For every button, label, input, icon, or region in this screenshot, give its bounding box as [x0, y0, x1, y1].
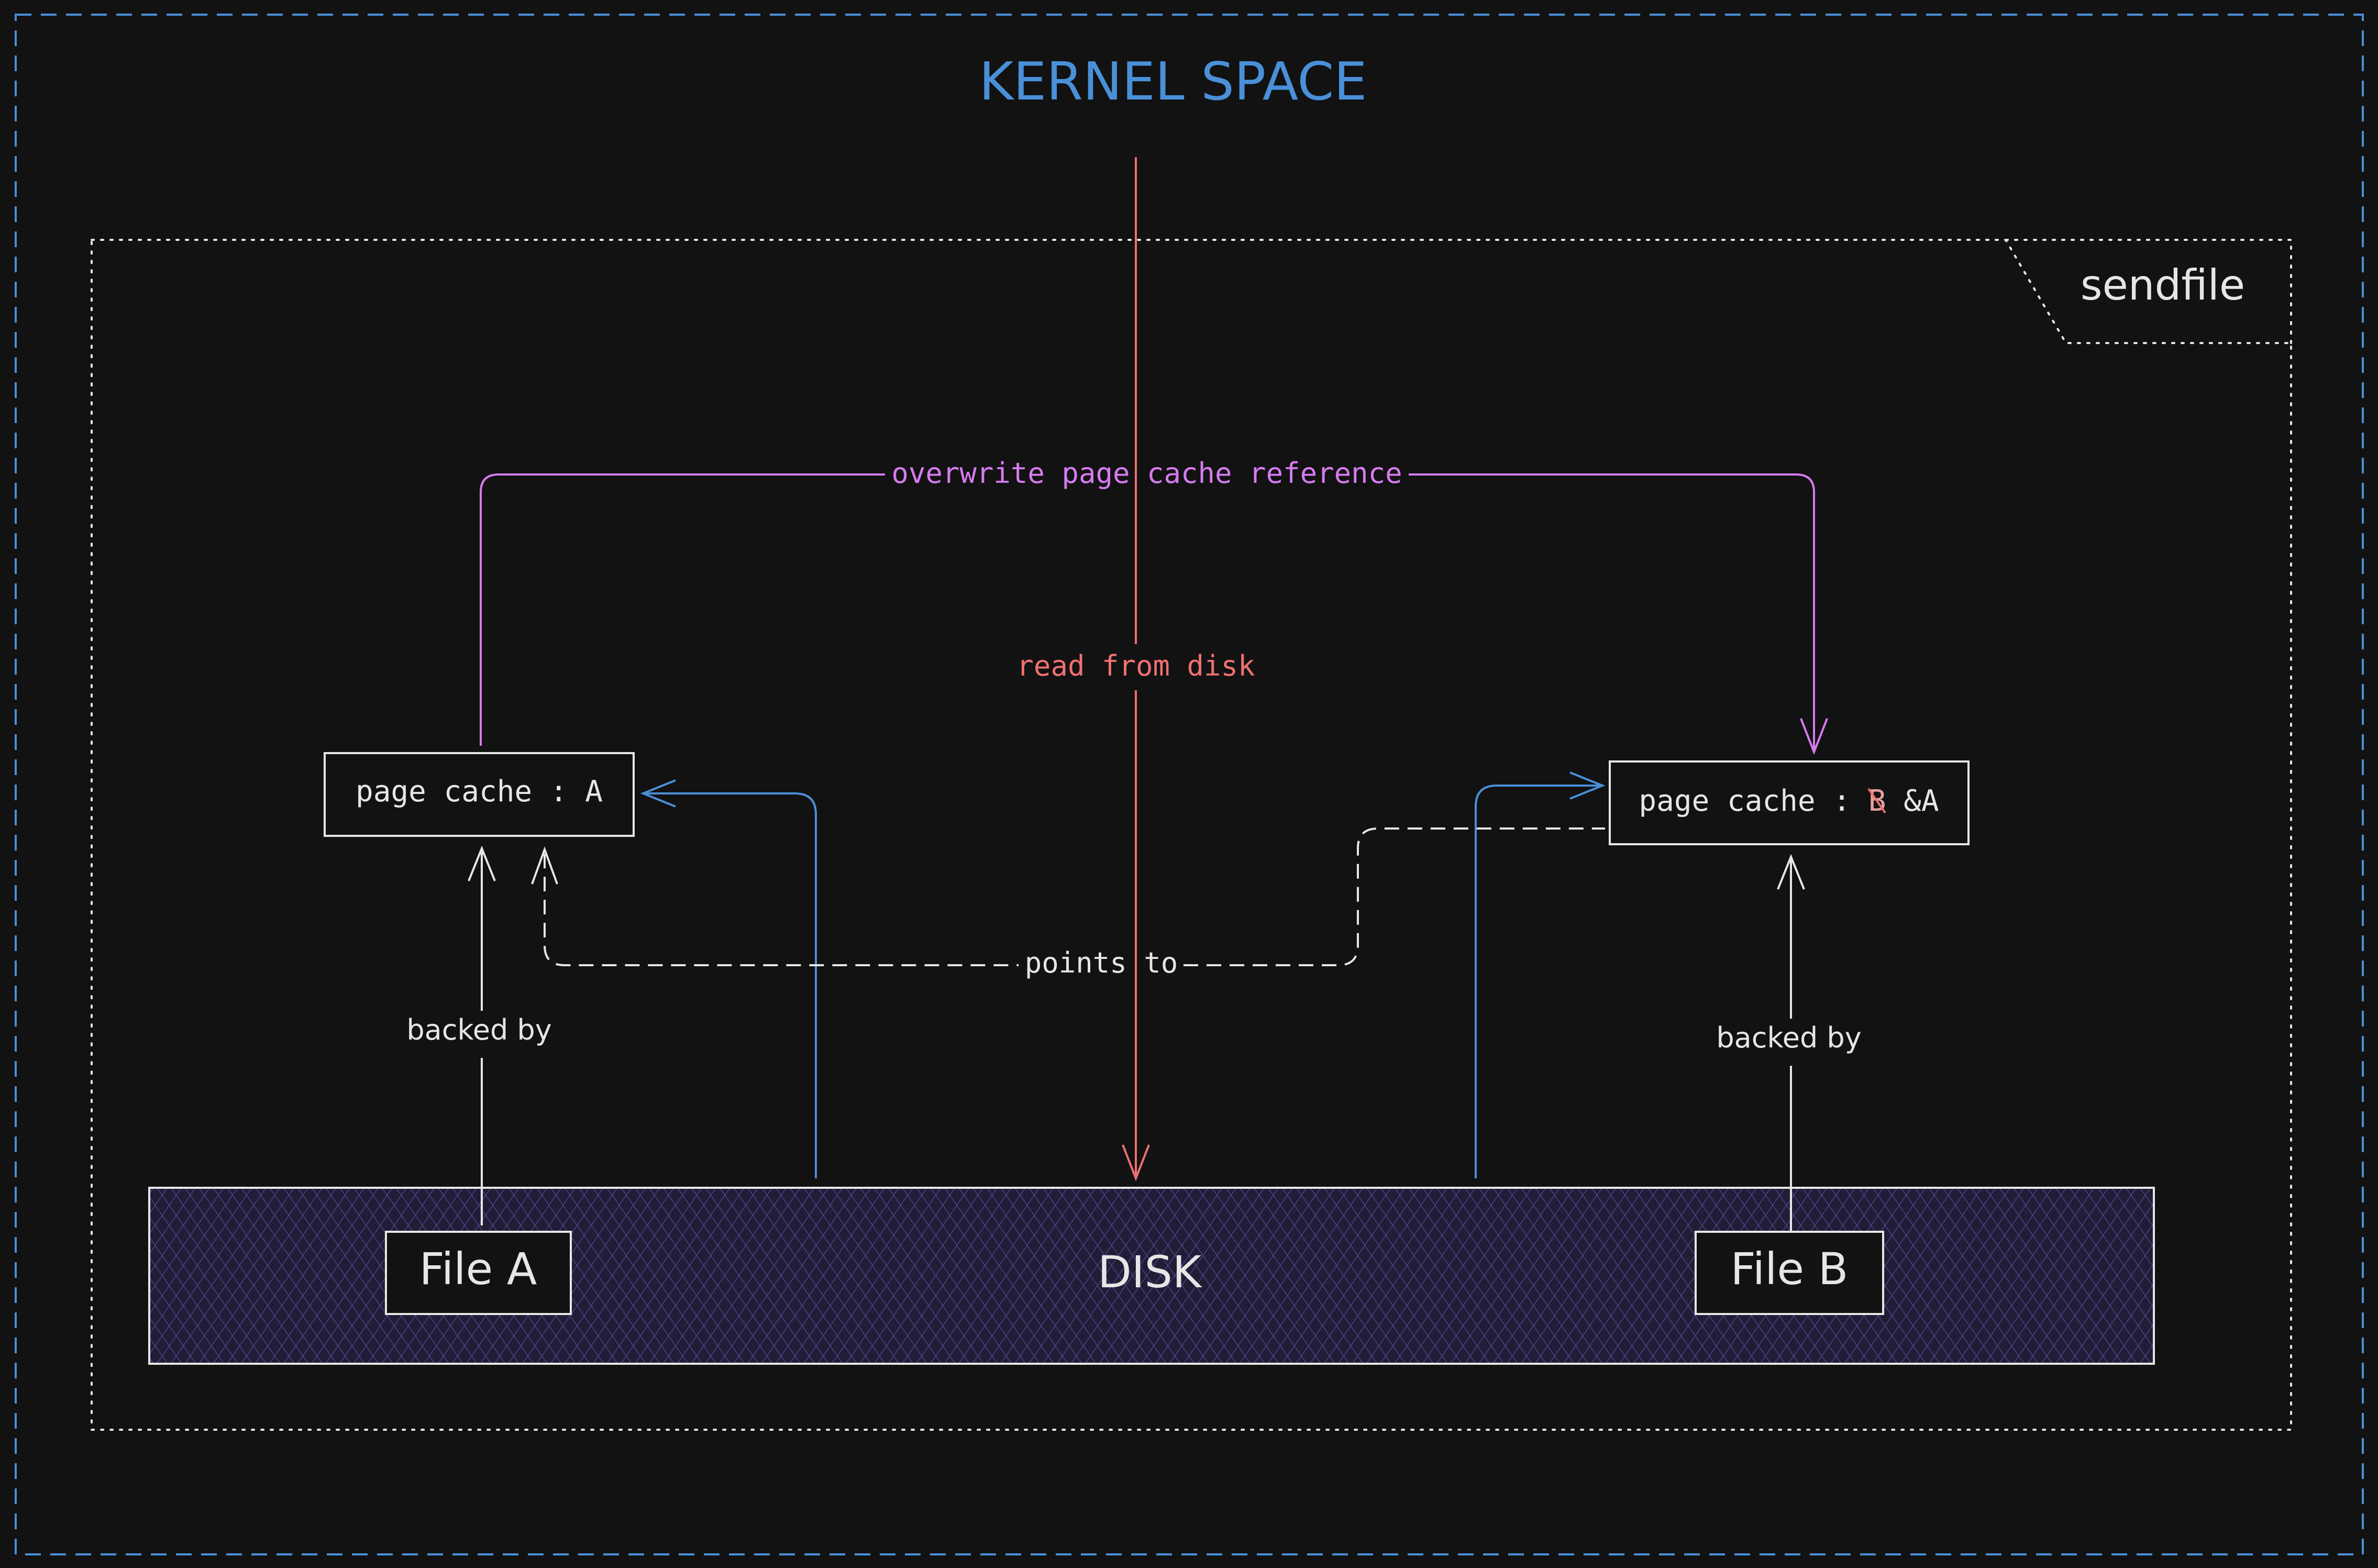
- backed-by-a-arrowhead: [468, 845, 496, 881]
- disk-to-page-cache-a-arrowhead: [640, 779, 676, 808]
- file-b-box: [1695, 1231, 1884, 1315]
- disk-block: [148, 1187, 2155, 1365]
- page-cache-b-suffix: &A: [1886, 784, 1939, 818]
- disk-to-page-cache-a-arrow: [643, 792, 817, 1178]
- backed-by-b-arrowhead: [1777, 854, 1805, 890]
- points-to-arrowhead: [531, 846, 558, 885]
- sendfile-label: sendfile: [2081, 261, 2245, 310]
- points-to-label: points to: [1025, 946, 1178, 979]
- points-to-line-right: [1184, 827, 1605, 966]
- page-cache-a-box: [324, 752, 635, 837]
- page-cache-a-label: page cache : A: [356, 775, 603, 809]
- overwrite-line-left: [480, 473, 885, 746]
- disk-to-page-cache-b-arrowhead: [1569, 771, 1606, 800]
- backed-by-a-label: backed by: [406, 1013, 551, 1046]
- sendfile-frame-top-right: [2005, 239, 2292, 344]
- points-to-line-left: [544, 854, 1019, 966]
- page-cache-b-box: [1609, 760, 1970, 845]
- overwrite-line-right: [1409, 473, 1815, 752]
- read-from-disk-arrowhead: [1122, 1144, 1150, 1181]
- backed-by-b-label: backed by: [1716, 1021, 1861, 1054]
- disk-to-page-cache-b-arrow: [1475, 785, 1602, 1178]
- disk-label: DISK: [1098, 1246, 1202, 1298]
- file-a-label: File A: [419, 1243, 537, 1295]
- overwrite-label: overwrite page cache reference: [891, 457, 1402, 490]
- strike-mark: [1867, 788, 1886, 814]
- page-cache-b-label: page cache : B &A: [1639, 784, 1939, 818]
- overwrite-arrowhead: [1800, 718, 1828, 755]
- read-from-disk-label: read from disk: [1016, 649, 1255, 682]
- page-title: KERNEL SPACE: [979, 51, 1367, 112]
- page-cache-b-prefix: page cache :: [1639, 784, 1868, 818]
- file-b-label: File B: [1731, 1243, 1849, 1295]
- kernel-space-border: [15, 14, 2364, 1555]
- file-a-box: [385, 1231, 572, 1315]
